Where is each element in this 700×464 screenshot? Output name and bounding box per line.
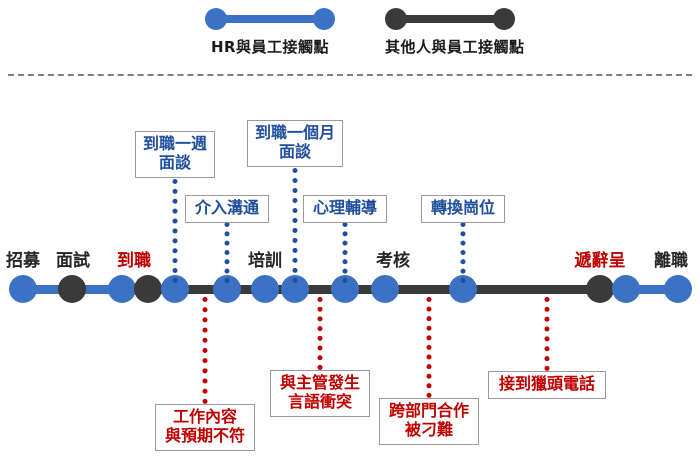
callout-line: 言語衝突: [287, 391, 352, 411]
legend-dot-left-icon: [205, 8, 227, 30]
callout-manager-conflict-connector: [317, 297, 323, 370]
callout-headhunter-call[interactable]: 接到獵頭電話: [488, 371, 606, 399]
callout-week-1-interview[interactable]: 到職一週面談: [135, 131, 215, 178]
callout-psychological-counseling-connector: [342, 222, 348, 283]
callout-headhunter-call-connector: [544, 297, 550, 371]
timeline-node-resign[interactable]: [586, 275, 614, 303]
stage-resign: 遞辭呈: [574, 251, 626, 271]
stage-recruit: 招募: [6, 251, 40, 271]
stage-review: 考核: [376, 251, 410, 271]
legend-label: HR與員工接觸點: [210, 38, 330, 56]
callout-line: 心理輔導: [312, 198, 377, 217]
legend-item-0: HR與員工接觸點: [205, 8, 335, 57]
timeline-node-interview[interactable]: [58, 275, 86, 303]
callout-psychological-counseling[interactable]: 心理輔導: [303, 195, 387, 223]
stage-onboard: 到職: [117, 251, 151, 271]
timeline-node-exit-start[interactable]: [612, 275, 640, 303]
timeline-node-onboard[interactable]: [108, 275, 136, 303]
callout-month-1-interview-connector: [292, 168, 298, 283]
callout-job-rotation-connector: [460, 222, 466, 283]
callout-line: 面談: [158, 152, 191, 172]
legend-dot-right-icon: [313, 8, 335, 30]
callout-intervene-communication[interactable]: 介入溝通: [185, 195, 269, 223]
callout-line: 轉換崗位: [430, 198, 495, 217]
timeline-node-training[interactable]: [251, 275, 279, 303]
legend-swatch-icon: [385, 8, 515, 30]
stage-interview: 面試: [56, 251, 90, 271]
callout-line: 與主管發生: [279, 373, 360, 392]
legend-bar: [216, 15, 324, 23]
timeline-node-exit[interactable]: [664, 275, 692, 303]
callout-manager-conflict[interactable]: 與主管發生言語衝突: [270, 370, 370, 417]
timeline-segment-interview-to-onboard: [72, 284, 122, 294]
callout-cross-department-difficulty[interactable]: 跨部門合作被刁難: [379, 398, 479, 445]
callout-line: 跨部門合作: [388, 401, 469, 420]
stage-training: 培訓: [248, 251, 282, 271]
legend-dot-left-icon: [385, 8, 407, 30]
callout-job-mismatch-connector: [202, 297, 208, 404]
legend-item-1: 其他人與員工接觸點: [385, 8, 525, 57]
legend-swatch-icon: [205, 8, 335, 30]
legend-bar: [396, 15, 504, 23]
callout-line: 面談: [278, 141, 311, 161]
callout-intervene-communication-connector: [224, 222, 230, 283]
callout-job-rotation[interactable]: 轉換崗位: [421, 195, 505, 223]
stage-exit: 離職: [654, 251, 688, 271]
callout-line: 工作內容: [172, 407, 237, 426]
timeline-node-onboard-alt[interactable]: [134, 275, 162, 303]
callout-month-1-interview[interactable]: 到職一個月面談: [247, 120, 343, 167]
timeline-node-review[interactable]: [371, 275, 399, 303]
callout-line: 被刁難: [404, 419, 453, 439]
legend-label: 其他人與員工接觸點: [385, 38, 525, 56]
callout-week-1-interview-connector: [172, 179, 178, 283]
callout-line: 到職一週: [143, 134, 208, 153]
callout-cross-department-difficulty-connector: [426, 297, 432, 398]
callout-line: 介入溝通: [194, 198, 259, 217]
section-divider: [8, 74, 692, 76]
callout-line: 與預期不符: [164, 425, 245, 445]
callout-line: 接到獵頭電話: [498, 374, 595, 393]
timeline-node-recruit[interactable]: [9, 275, 37, 303]
timeline-segment-recruit-to-interview: [23, 284, 72, 294]
legend-dot-right-icon: [493, 8, 515, 30]
callout-job-mismatch[interactable]: 工作內容與預期不符: [155, 404, 255, 451]
callout-line: 到職一個月: [255, 123, 336, 142]
